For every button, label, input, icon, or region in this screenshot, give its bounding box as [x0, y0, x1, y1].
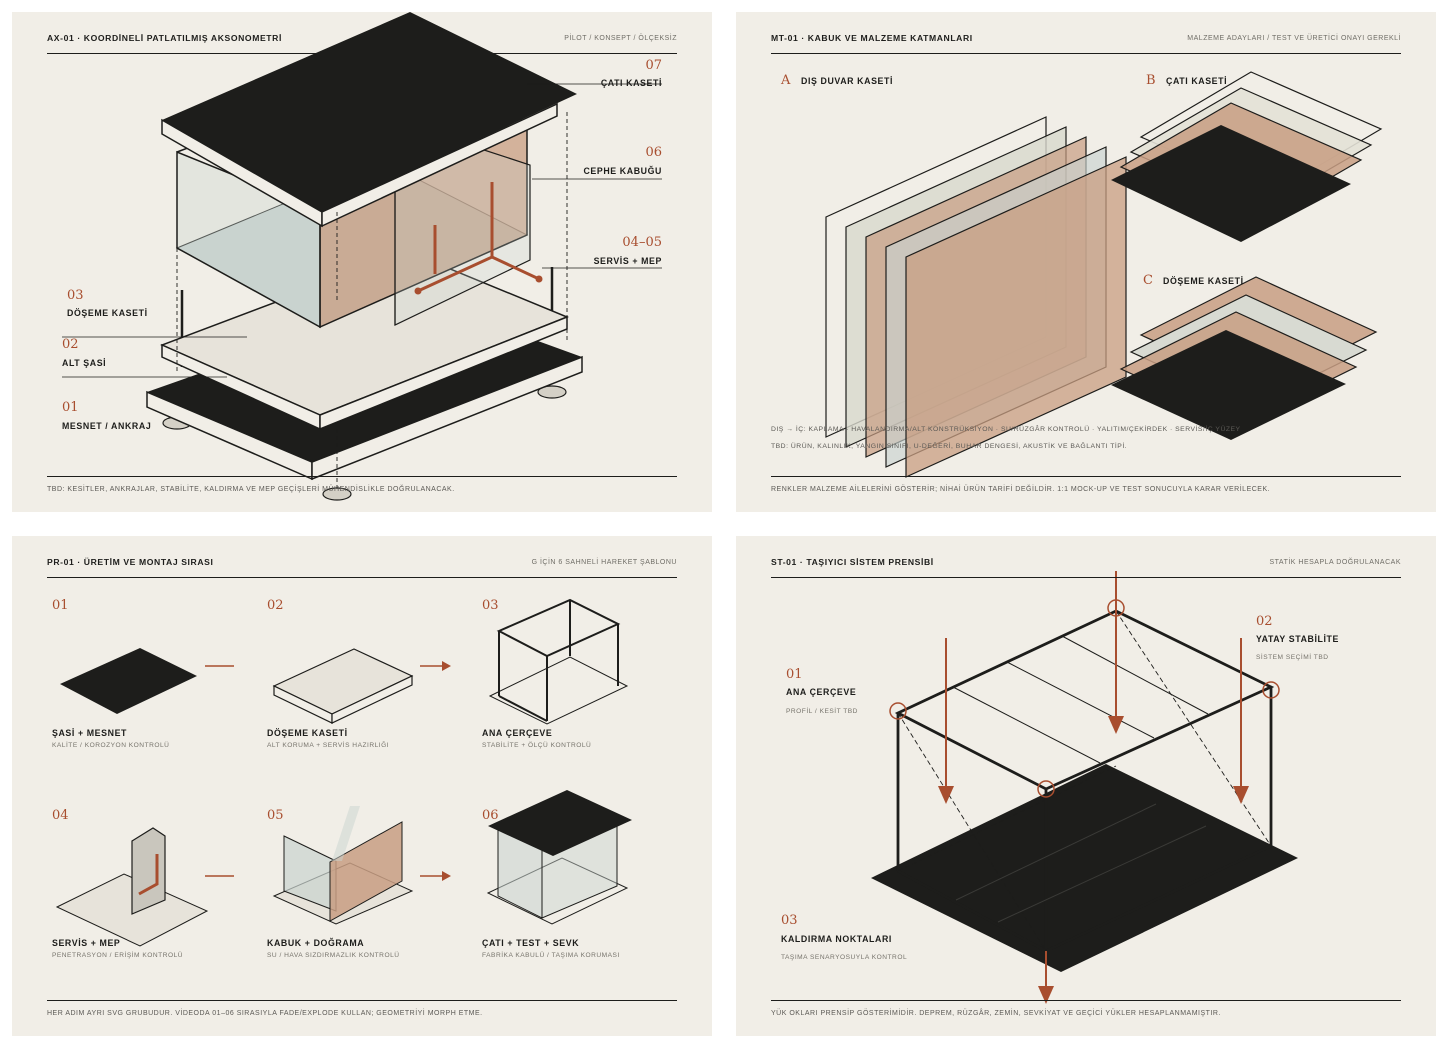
- tbd-note: TBD: ÜRÜN, KALINLIK, YANGIN SINIFI, U-DE…: [771, 443, 1128, 450]
- step-label: KABUK + DOĞRAMA: [267, 938, 365, 948]
- panel-note: PİLOT / KONSEPT / ÖLÇEKSİZ: [564, 35, 677, 42]
- panel-structure: ST-01 · TAŞIYICI SİSTEM PRENSİBİ STATİK …: [736, 536, 1436, 1036]
- callout-label-roof: ÇATI KASETİ: [600, 78, 662, 88]
- production-drawing: [55, 598, 632, 947]
- roof-layer-top: [1111, 125, 1351, 242]
- step-label: SERVİS + MEP: [52, 938, 121, 948]
- group-letter: C: [1143, 273, 1153, 288]
- step-number: 02: [267, 598, 284, 613]
- footer-rule: [47, 1000, 677, 1001]
- step-number: 01: [52, 598, 69, 613]
- materials-drawing: [825, 71, 1383, 478]
- step-label: ÇATI + TEST + SEVK: [482, 938, 580, 948]
- panel-title: AX-01 · KOORDİNELİ PATLATILMIŞ AKSONOMET…: [47, 33, 282, 43]
- item-subtitle: PROFİL / KESİT TBD: [786, 708, 858, 715]
- group-letter: A: [781, 73, 791, 88]
- chassis-side: [311, 355, 583, 481]
- callout-number: 06: [645, 145, 662, 160]
- item-subtitle: SİSTEM SEÇİMİ TBD: [1256, 654, 1329, 661]
- step-label: ANA ÇERÇEVE: [482, 728, 553, 738]
- floor-layer-base: [1111, 330, 1346, 440]
- step5-copper-panel: [329, 821, 403, 922]
- panel-footer: TBD: KESİTLER, ANKRAJLAR, STABİLİTE, KAL…: [47, 486, 455, 493]
- step-number: 05: [267, 808, 284, 823]
- callout-number: 04–05: [622, 235, 662, 250]
- callout-label-facade: CEPHE KABUĞU: [583, 166, 662, 176]
- callout-label-chassis: ALT ŞASİ: [62, 358, 107, 368]
- panel-title: MT-01 · KABUK VE MALZEME KATMANLARI: [771, 33, 973, 43]
- callout-label-services: SERVİS + MEP: [593, 256, 662, 266]
- structure-drawing: [871, 571, 1298, 1004]
- panel-production: PR-01 · ÜRETİM VE MONTAJ SIRASI G İÇİN 6…: [12, 536, 712, 1036]
- item-number: 02: [1256, 614, 1273, 629]
- step-subtitle: KALİTE / KOROZYON KONTROLÜ: [52, 742, 170, 749]
- callout-number: 03: [67, 288, 84, 303]
- group-label-roof: ÇATI KASETİ: [1166, 76, 1228, 86]
- header-rule: [771, 577, 1401, 578]
- step6-roof: [488, 790, 632, 856]
- step-subtitle: ALT KORUMA + SERVİS HAZIRLIĞI: [267, 742, 390, 749]
- item-label: ANA ÇERÇEVE: [786, 687, 857, 697]
- floor-joists: [955, 803, 1207, 923]
- item-label: YATAY STABİLİTE: [1256, 634, 1339, 644]
- callout-number: 01: [62, 400, 79, 415]
- item-number: 03: [781, 913, 798, 928]
- step-number: 03: [482, 598, 499, 613]
- item-label: KALDIRMA NOKTALARI: [781, 934, 892, 944]
- step4-panel: [131, 827, 166, 915]
- step-number: 06: [482, 808, 499, 823]
- step-label: ŞASİ + MESNET: [52, 728, 128, 738]
- panel-footer: YÜK OKLARI PRENSİP GÖSTERİMİDİR. DEPREM,…: [771, 1010, 1221, 1017]
- step-subtitle: FABRİKA KABULÜ / TAŞIMA KORUMASI: [482, 952, 620, 959]
- wall-layer-interior: [905, 156, 1127, 478]
- panel-materials: MT-01 · KABUK VE MALZEME KATMANLARI MALZ…: [736, 12, 1436, 512]
- panel-footer: HER ADIM AYRI SVG GRUBUDUR. VİDEODA 01–0…: [47, 1010, 483, 1017]
- group-letter: B: [1146, 73, 1156, 88]
- layer-order-note: DIŞ → İÇ: KAPLAMA · HAVALANDIRMA/ALT KON…: [771, 426, 1241, 433]
- item-number: 01: [786, 667, 803, 682]
- panel-title: ST-01 · TAŞIYICI SİSTEM PRENSİBİ: [771, 557, 934, 567]
- step3-frame-base: [488, 656, 629, 725]
- axonometric-drawing: [62, 12, 662, 501]
- main-frame: [894, 609, 1275, 953]
- footer-rule: [47, 476, 677, 477]
- roof-joists: [952, 635, 1209, 764]
- step-subtitle: STABİLİTE + ÖLÇÜ KONTROLÜ: [482, 742, 592, 749]
- step-subtitle: SU / HAVA SIZDIRMAZLIK KONTROLÜ: [267, 952, 400, 959]
- step-label: DÖŞEME KASETİ: [267, 728, 348, 738]
- header-rule: [771, 53, 1401, 54]
- step-number: 04: [52, 808, 69, 823]
- anchor-footing: [537, 385, 567, 399]
- panel-axonometric: AX-01 · KOORDİNELİ PATLATILMIŞ AKSONOMET…: [12, 12, 712, 512]
- callout-label-anchor: MESNET / ANKRAJ: [62, 421, 152, 431]
- load-arrow: [938, 571, 1249, 1004]
- step4-mep: [138, 854, 159, 896]
- structure-floor-slab: [871, 764, 1298, 972]
- panel-note: MALZEME ADAYLARI / TEST VE ÜRETİCİ ONAYI…: [1187, 35, 1401, 42]
- lifting-point-marker: [889, 599, 1280, 798]
- footer-rule: [771, 476, 1401, 477]
- step-subtitle: PENETRASYON / ERİŞİM KONTROLÜ: [52, 952, 184, 959]
- group-label-wall: DIŞ DUVAR KASETİ: [801, 76, 894, 86]
- panel-note: G İÇİN 6 SAHNELİ HAREKET ŞABLONU: [531, 559, 677, 566]
- step1-chassis: [60, 648, 197, 714]
- roof-cassette-edge: [321, 102, 558, 228]
- step3-frame: [496, 598, 621, 722]
- callout-number: 02: [62, 337, 79, 352]
- panel-footer: RENKLER MALZEME AİLELERİNİ GÖSTERİR; NİH…: [771, 486, 1271, 493]
- callout-number: 07: [645, 58, 662, 73]
- roof-cassette: [162, 12, 577, 212]
- header-rule: [47, 53, 677, 54]
- group-label-floor: DÖŞEME KASETİ: [1163, 276, 1244, 286]
- panel-note: STATİK HESAPLA DOĞRULANACAK: [1269, 559, 1401, 566]
- panel-title: PR-01 · ÜRETİM VE MONTAJ SIRASI: [47, 557, 214, 567]
- footer-rule: [771, 1000, 1401, 1001]
- callout-label-floor: DÖŞEME KASETİ: [67, 308, 148, 318]
- item-subtitle: TAŞIMA SENARYOSUYLA KONTROL: [781, 954, 908, 961]
- header-rule: [47, 577, 677, 578]
